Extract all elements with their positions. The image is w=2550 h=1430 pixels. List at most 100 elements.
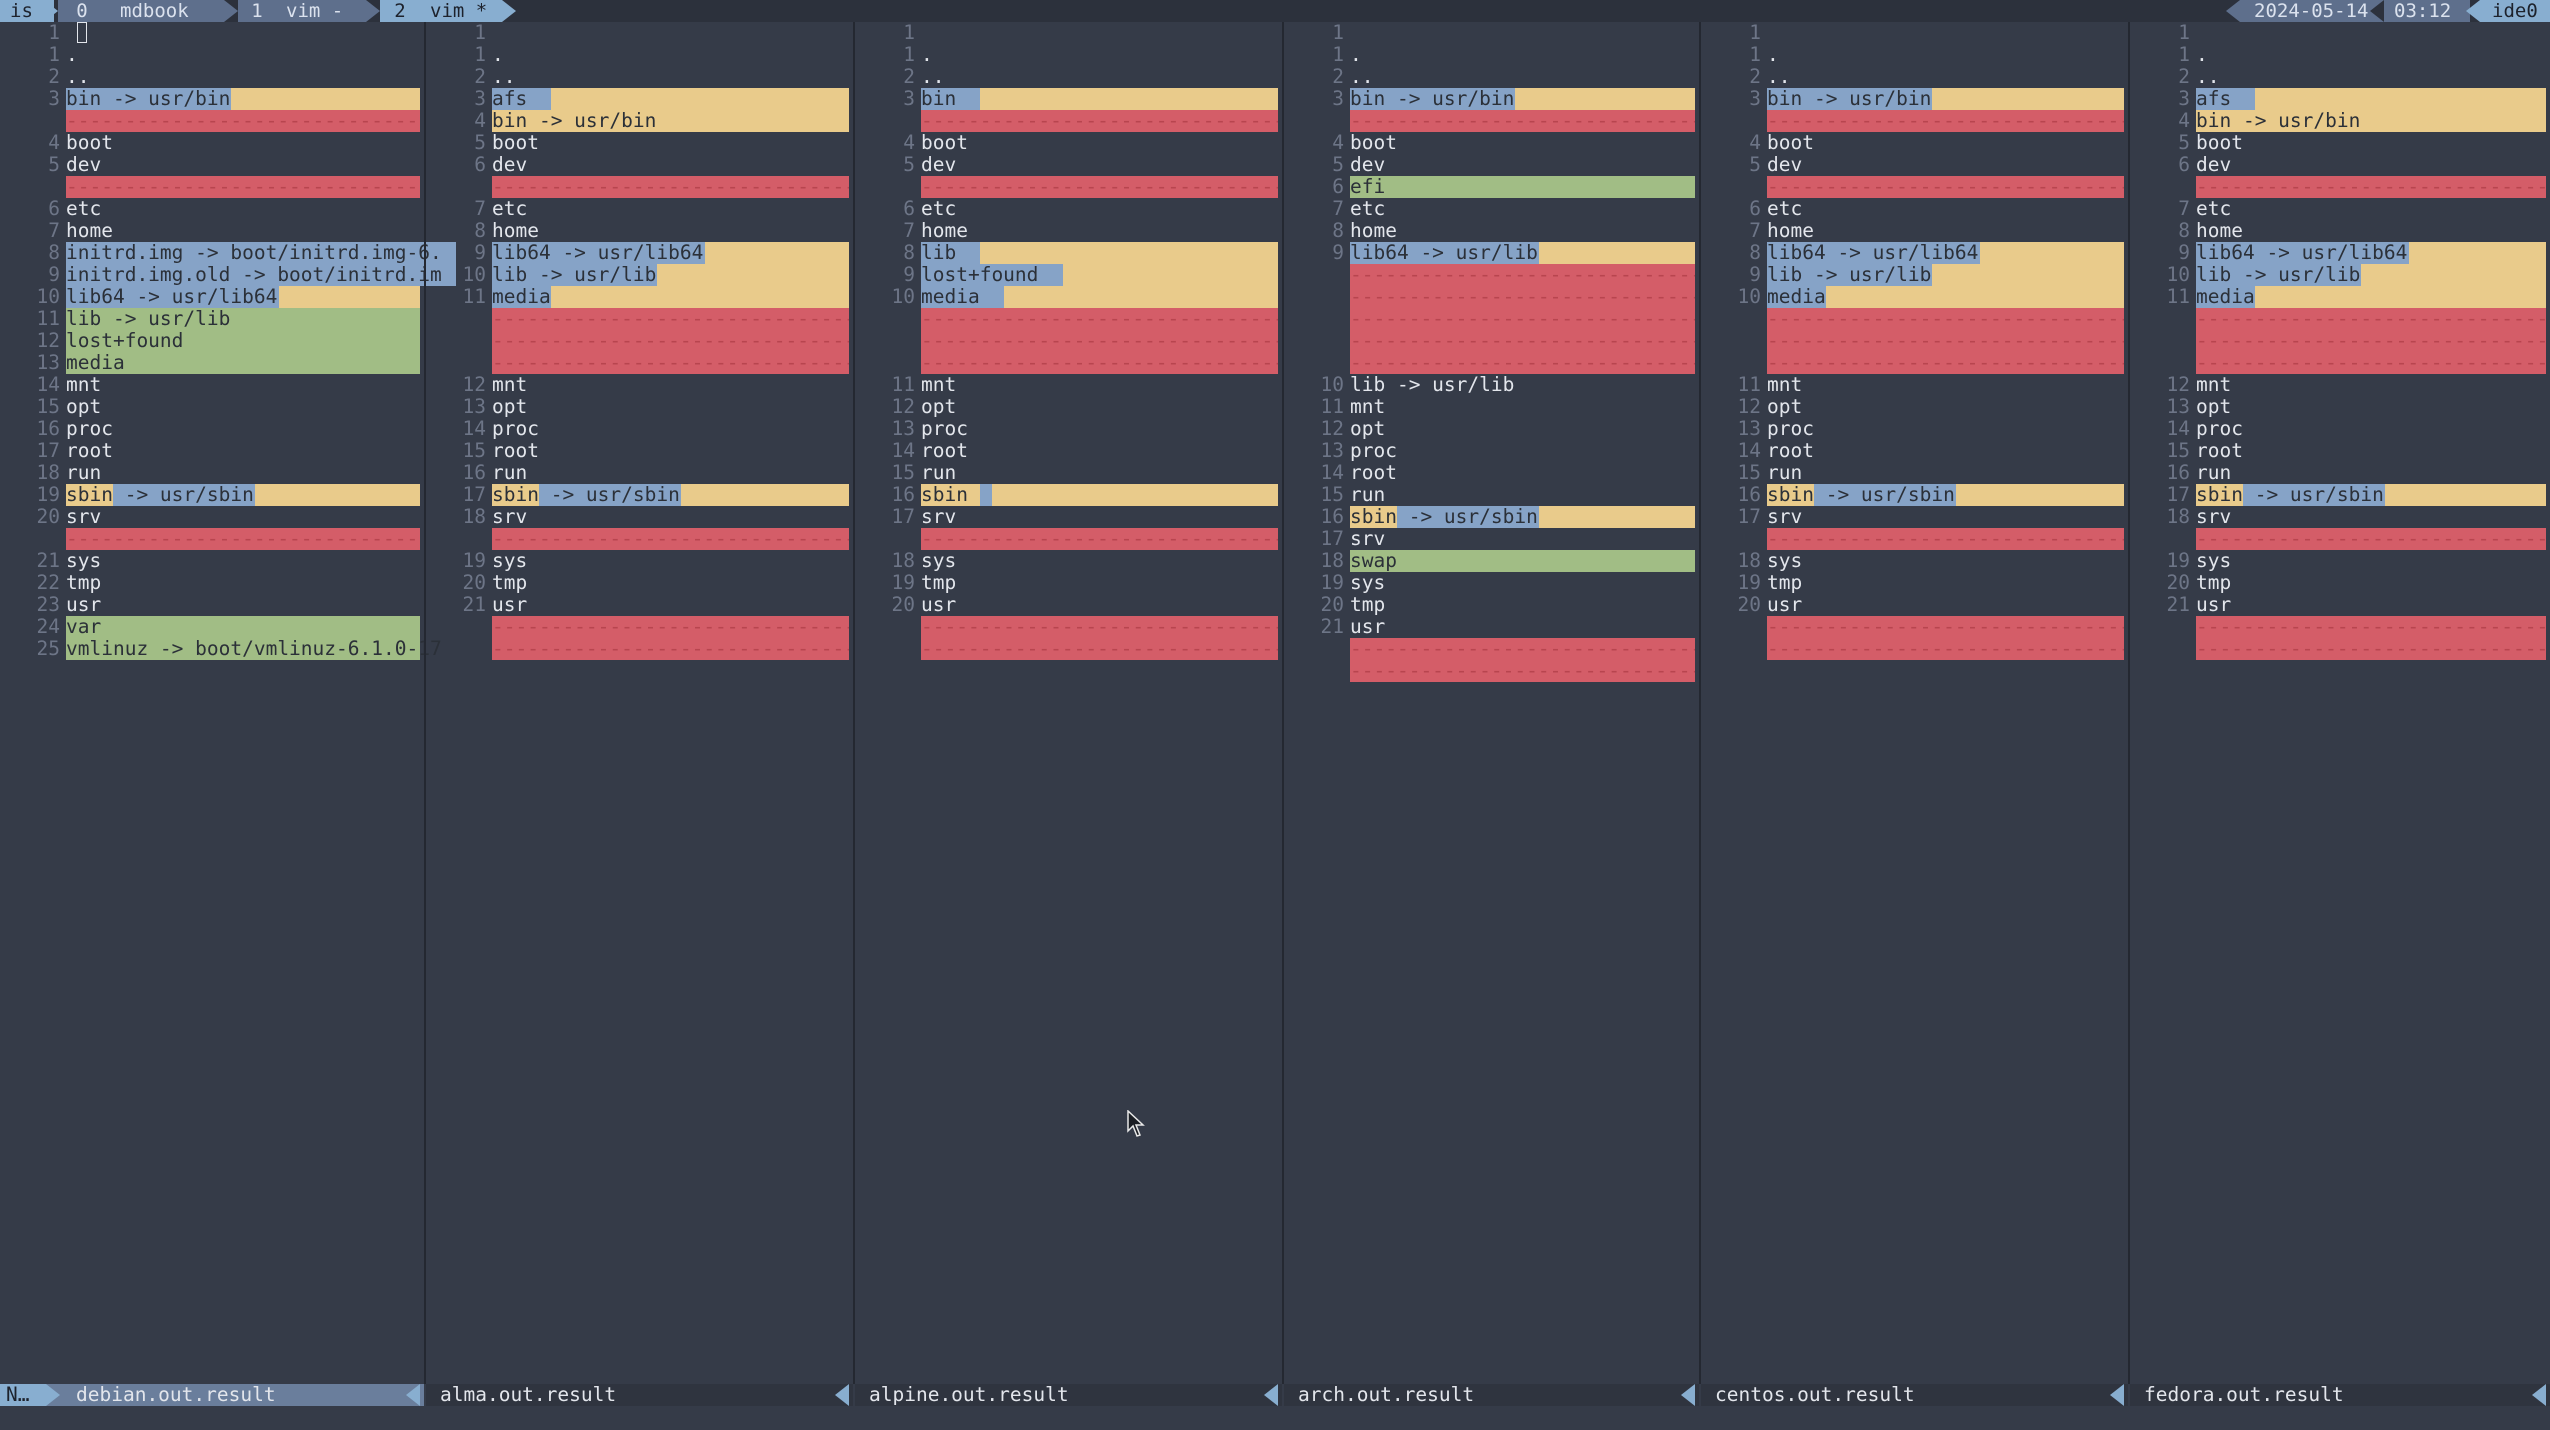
line-text[interactable]: bin [921, 87, 957, 110]
line-text[interactable]: lib -> usr/lib [66, 307, 231, 330]
line-text[interactable]: dev [492, 153, 528, 176]
line-text[interactable]: lib -> usr/lib [1350, 373, 1515, 396]
line-text[interactable]: opt [492, 395, 528, 418]
line-text[interactable]: . [921, 43, 933, 66]
line-text[interactable]: tmp [1767, 571, 1803, 594]
text-line[interactable]: 1. [855, 44, 1282, 66]
line-text[interactable]: .. [1767, 65, 1791, 88]
diff-filler-line[interactable]: ----------------------------------------… [1284, 286, 1699, 308]
line-text[interactable]: srv [492, 505, 528, 528]
text-line[interactable]: 2.. [1284, 66, 1699, 88]
line-text[interactable]: etc [1767, 197, 1803, 220]
line-text[interactable]: . [1767, 43, 1779, 66]
diff-filler-line[interactable]: ----------------------------------------… [2130, 528, 2550, 550]
line-text[interactable]: boot [921, 131, 968, 154]
line-text[interactable]: sbin -> usr/sbin [492, 483, 680, 506]
diff-filler-line[interactable]: ----------------------------------------… [855, 176, 1282, 198]
line-text[interactable]: mnt [1350, 395, 1386, 418]
diff-filler-line[interactable]: ----------------------------------------… [0, 528, 424, 550]
line-text[interactable]: usr [921, 593, 957, 616]
line-text[interactable]: mnt [1767, 373, 1803, 396]
line-text[interactable]: . [66, 43, 78, 66]
text-line[interactable]: 1 [855, 22, 1282, 44]
line-text[interactable]: lib -> usr/lib [1767, 263, 1932, 286]
diff-filler-line[interactable]: ----------------------------------------… [1284, 308, 1699, 330]
line-text[interactable]: initrd.img -> boot/initrd.img-6. [66, 241, 442, 264]
line-text[interactable]: mnt [921, 373, 957, 396]
line-text[interactable]: etc [1350, 197, 1386, 220]
line-text[interactable]: afs [492, 87, 528, 110]
line-text[interactable]: tmp [492, 571, 528, 594]
diff-filler-line[interactable]: ----------------------------------------… [855, 638, 1282, 660]
tmux-session-index[interactable]: 0 [58, 0, 106, 22]
text-line[interactable]: 1 [0, 22, 424, 44]
line-text[interactable]: media [492, 285, 551, 308]
line-text[interactable]: bin -> usr/bin [66, 87, 231, 110]
diff-filler-line[interactable]: ----------------------------------------… [1701, 308, 2128, 330]
diff-filler-line[interactable]: ----------------------------------------… [2130, 638, 2550, 660]
text-line[interactable]: 1. [1284, 44, 1699, 66]
line-text[interactable]: proc [921, 417, 968, 440]
diff-filler-line[interactable]: ----------------------------------------… [1701, 110, 2128, 132]
diff-filler-line[interactable]: ----------------------------------------… [855, 330, 1282, 352]
diff-filler-line[interactable]: ----------------------------------------… [855, 110, 1282, 132]
line-text[interactable]: proc [492, 417, 539, 440]
line-text[interactable]: srv [2196, 505, 2232, 528]
diff-filler-line[interactable]: ----------------------------------------… [2130, 352, 2550, 374]
line-text[interactable]: home [1350, 219, 1397, 242]
line-text[interactable]: sbin -> usr/sbin [1767, 483, 1955, 506]
diff-filler-line[interactable]: ----------------------------------------… [855, 616, 1282, 638]
line-text[interactable]: dev [1767, 153, 1803, 176]
line-text[interactable]: afs [2196, 87, 2232, 110]
line-text[interactable]: .. [66, 65, 90, 88]
line-text[interactable]: srv [1767, 505, 1803, 528]
diff-filler-line[interactable]: ----------------------------------------… [426, 330, 853, 352]
line-text[interactable]: dev [921, 153, 957, 176]
diff-filler-line[interactable]: ----------------------------------------… [855, 528, 1282, 550]
line-text[interactable]: proc [66, 417, 113, 440]
text-line[interactable]: 1 [426, 22, 853, 44]
pane-separator[interactable] [2128, 22, 2130, 1384]
line-text[interactable]: boot [2196, 131, 2243, 154]
line-text[interactable]: bin -> usr/bin [1350, 87, 1515, 110]
